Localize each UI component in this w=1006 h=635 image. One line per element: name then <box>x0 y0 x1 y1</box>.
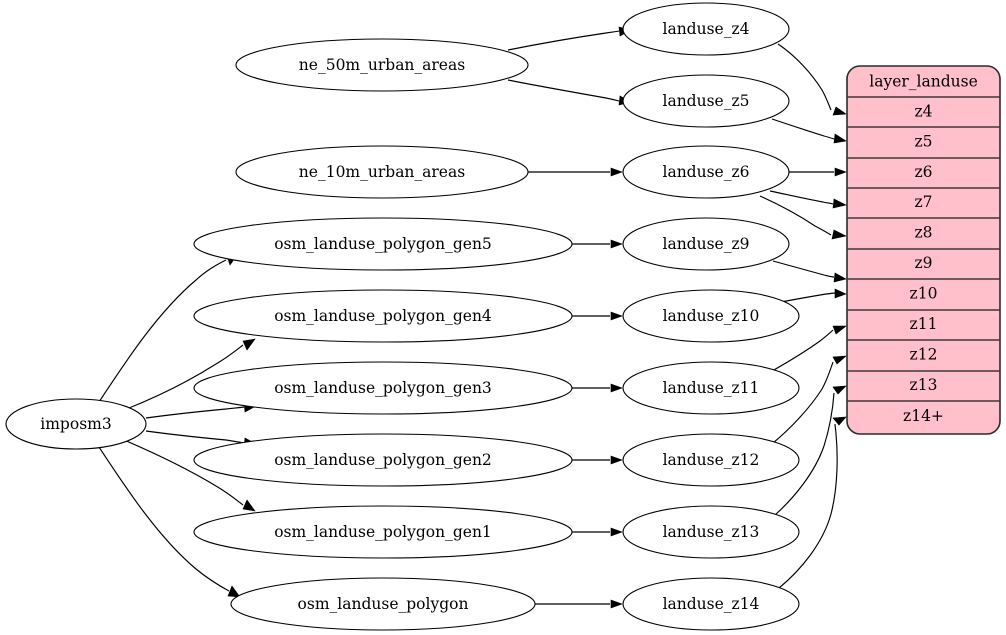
table-row-z11[interactable]: z11 <box>910 315 938 333</box>
table-row-z8[interactable]: z8 <box>914 224 932 242</box>
table-row-z13[interactable]: z13 <box>910 376 938 394</box>
node-landuse-z10[interactable]: landuse_z10 <box>622 289 800 343</box>
node-landuse-z4[interactable]: landuse_z4 <box>622 2 790 56</box>
node-landuse-z13-shape <box>622 505 800 559</box>
node-landuse-z5[interactable]: landuse_z5 <box>622 74 790 128</box>
node-landuse-z14-label: landuse_z14 <box>663 595 760 613</box>
node-landuse-z11-label: landuse_z11 <box>663 379 760 397</box>
table-row-z5[interactable]: z5 <box>914 133 932 151</box>
node-landuse-z13-label: landuse_z13 <box>663 523 760 541</box>
table-row-z4[interactable]: z4 <box>914 103 932 121</box>
node-landuse-z12-shape <box>622 433 800 487</box>
edge-gen1-to-lz13 <box>572 527 623 537</box>
node-gen2-shape <box>193 433 573 487</box>
edge-polygon-to-lz14 <box>535 599 623 609</box>
node-osm-landuse-polygon-gen1[interactable]: osm_landuse_polygon_gen1 <box>193 505 573 559</box>
node-landuse-z9-shape <box>622 217 790 271</box>
edge-lz11-to-row-z11 <box>771 325 847 372</box>
edge-gen5-to-lz9 <box>572 239 623 249</box>
node-gen1-label: osm_landuse_polygon_gen1 <box>274 523 492 541</box>
table-row-z9[interactable]: z9 <box>914 254 932 272</box>
node-gen4-shape <box>193 289 573 343</box>
layer-landuse-table[interactable]: layer_landuse z4 z5 z6 z7 z8 z9 z10 z11 … <box>846 65 1001 435</box>
edge-lz6-to-row-z7 <box>769 190 847 209</box>
table-row-z12[interactable]: z12 <box>910 346 938 364</box>
edge-lz14-to-row-z14p <box>778 416 847 589</box>
node-osm-landuse-polygon-gen5[interactable]: osm_landuse_polygon_gen5 <box>193 217 573 271</box>
node-ne-10m-shape <box>235 145 529 199</box>
node-polygon-label: osm_landuse_polygon <box>298 595 469 613</box>
node-osm-landuse-polygon[interactable]: osm_landuse_polygon <box>230 577 536 631</box>
edge-ne50-to-lz4 <box>507 26 632 51</box>
node-landuse-z5-shape <box>622 74 790 128</box>
node-gen3-shape <box>193 361 573 415</box>
edge-ne10-to-lz6 <box>528 167 623 177</box>
edge-lz6-to-row-z8 <box>759 195 847 240</box>
node-landuse-z6-label: landuse_z6 <box>663 163 750 181</box>
node-polygon-shape <box>230 577 536 631</box>
node-osm-landuse-polygon-gen3[interactable]: osm_landuse_polygon_gen3 <box>193 361 573 415</box>
edge-lz4-to-row-z4 <box>777 43 847 116</box>
node-landuse-z10-shape <box>622 289 800 343</box>
edge-gen4-to-lz10 <box>572 311 623 321</box>
node-ne-10m-urban-areas[interactable]: ne_10m_urban_areas <box>235 145 529 199</box>
node-imposm3-shape <box>5 398 147 450</box>
node-ne-50m-urban-areas[interactable]: ne_50m_urban_areas <box>235 38 529 92</box>
node-landuse-z5-label: landuse_z5 <box>663 92 750 110</box>
edge-ne50-to-lz5 <box>507 79 632 106</box>
node-ne-50m-label: ne_50m_urban_areas <box>299 56 465 74</box>
node-osm-landuse-polygon-gen4[interactable]: osm_landuse_polygon_gen4 <box>193 289 573 343</box>
node-gen5-label: osm_landuse_polygon_gen5 <box>274 235 492 253</box>
node-landuse-z4-shape <box>622 2 790 56</box>
edge-imposm3-to-gen1 <box>123 439 256 512</box>
edge-lz10-to-row-z10 <box>780 288 847 303</box>
node-landuse-z14[interactable]: landuse_z14 <box>622 577 800 631</box>
node-landuse-z12-label: landuse_z12 <box>663 451 760 469</box>
node-gen2-label: osm_landuse_polygon_gen2 <box>274 451 492 469</box>
edge-lz12-to-row-z12 <box>772 355 847 444</box>
node-osm-landuse-polygon-gen2[interactable]: osm_landuse_polygon_gen2 <box>193 433 573 487</box>
table-row-z7[interactable]: z7 <box>914 193 932 211</box>
table-row-z10[interactable]: z10 <box>910 285 938 303</box>
node-landuse-z9-label: landuse_z9 <box>663 235 750 253</box>
node-landuse-z13[interactable]: landuse_z13 <box>622 505 800 559</box>
edge-gen2-to-lz12 <box>572 455 623 465</box>
node-imposm3[interactable]: imposm3 <box>5 398 147 450</box>
node-landuse-z14-shape <box>622 577 800 631</box>
node-landuse-z11-shape <box>622 361 800 415</box>
table-title: layer_landuse <box>869 73 978 91</box>
node-gen1-shape <box>193 505 573 559</box>
edge-lz6-to-row-z6 <box>789 167 847 177</box>
node-gen4-label: osm_landuse_polygon_gen4 <box>274 307 492 325</box>
node-ne-10m-label: ne_10m_urban_areas <box>299 163 465 181</box>
node-ne-50m-shape <box>235 38 529 92</box>
edge-lz9-to-row-z9 <box>772 260 847 283</box>
node-landuse-z11[interactable]: landuse_z11 <box>622 361 800 415</box>
node-gen5-shape <box>193 217 573 271</box>
edge-imposm3-to-polygon <box>98 446 241 598</box>
node-landuse-z10-label: landuse_z10 <box>663 307 760 325</box>
node-landuse-z4-label: landuse_z4 <box>663 20 750 38</box>
node-landuse-z6-shape <box>622 145 790 199</box>
node-imposm3-label: imposm3 <box>40 415 111 433</box>
edge-imposm3-to-gen4 <box>123 338 256 411</box>
edge-gen3-to-lz11 <box>572 383 623 393</box>
node-landuse-z6[interactable]: landuse_z6 <box>622 145 790 199</box>
table-row-z14-plus[interactable]: z14+ <box>903 407 944 425</box>
edge-lz13-to-row-z13 <box>774 385 847 516</box>
node-landuse-z12[interactable]: landuse_z12 <box>622 433 800 487</box>
table-row-z6[interactable]: z6 <box>914 163 932 181</box>
node-gen3-label: osm_landuse_polygon_gen3 <box>274 379 492 397</box>
node-landuse-z9[interactable]: landuse_z9 <box>622 217 790 271</box>
edge-lz5-to-row-z5 <box>771 118 847 144</box>
